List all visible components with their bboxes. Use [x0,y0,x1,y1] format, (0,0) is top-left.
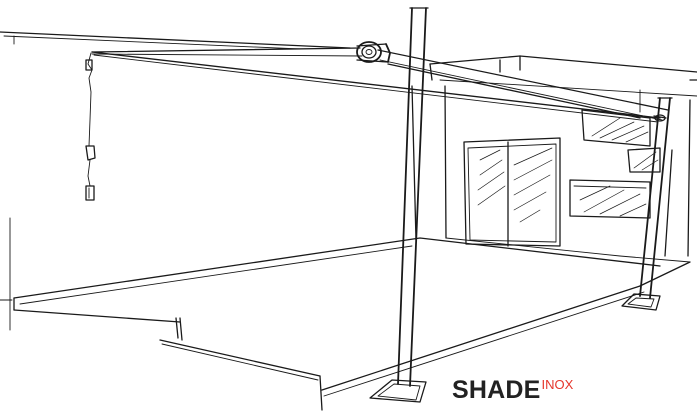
brand-logo: SHADEINOX [452,378,573,403]
front-post [369,7,429,403]
building [411,55,697,257]
post-fixture [654,114,666,122]
right-post [621,97,673,311]
lower-window [569,179,651,219]
roller-drum [356,41,391,63]
deck [0,217,691,411]
brand-logo-main: SHADE [452,376,541,404]
sail-cables [91,47,669,123]
wall-left [0,31,351,50]
brand-logo-sup: INOX [541,377,574,392]
upper-window [581,109,651,147]
right-window [627,147,661,173]
sliding-door [463,137,561,247]
winch-cord [85,52,96,201]
